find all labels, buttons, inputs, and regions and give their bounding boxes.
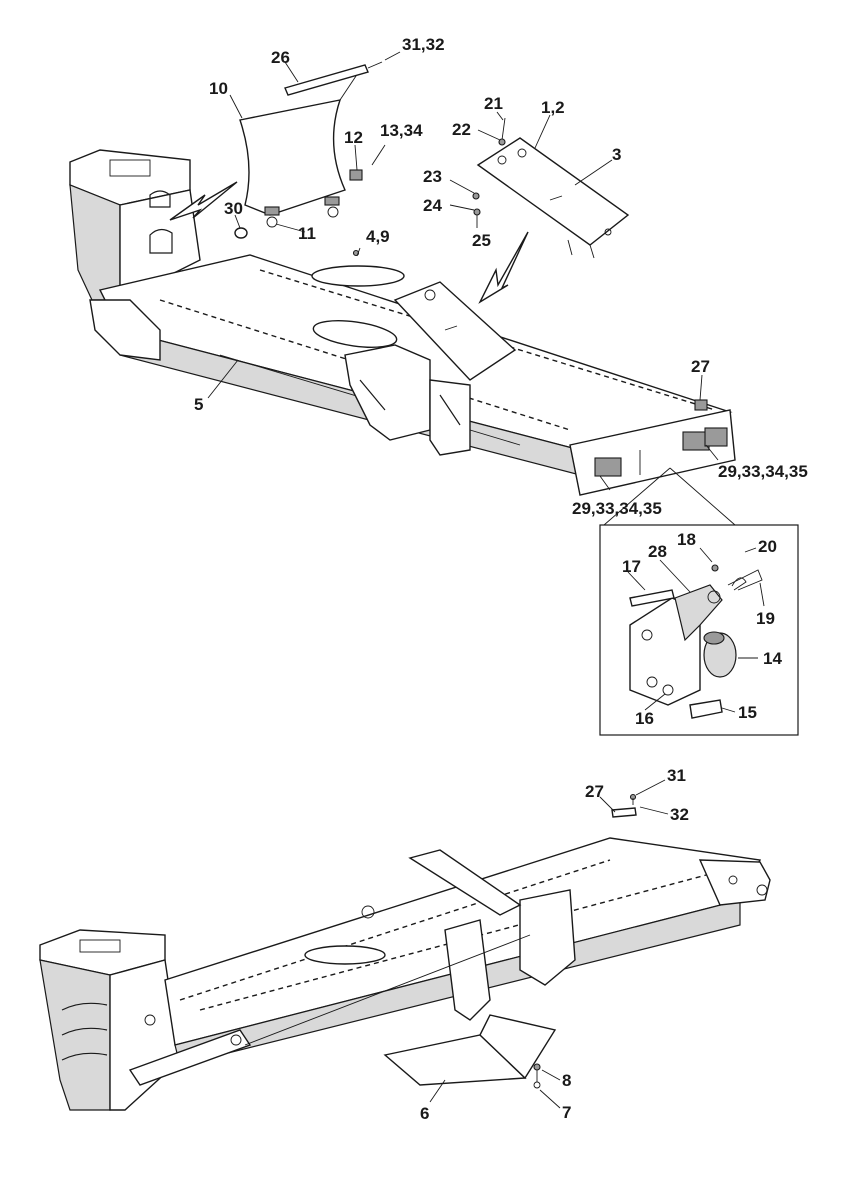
callout-13-34: 13,34: [380, 121, 423, 140]
callout-27-top: 27: [691, 357, 710, 376]
callout-5: 5: [194, 395, 204, 414]
rod-26: [284, 61, 383, 96]
callout-32-bottom: 32: [670, 805, 689, 824]
hardware-4-9-30: [234, 227, 360, 257]
callout-6: 6: [420, 1104, 430, 1123]
callout-24: 24: [423, 196, 442, 215]
hardware-21-25: [472, 117, 506, 228]
callout-15: 15: [738, 703, 757, 722]
callout-23: 23: [423, 167, 442, 186]
bottom-chassis-frame: [39, 837, 771, 1111]
callout-7: 7: [562, 1103, 572, 1122]
leader-lines-bottom: [429, 779, 669, 1109]
callout-31-bottom: 31: [667, 766, 686, 785]
callout-1-2: 1,2: [541, 98, 565, 117]
leader-lines-top: [207, 51, 719, 491]
panel-10: [239, 69, 363, 228]
callout-21: 21: [484, 94, 503, 113]
callout-3: 3: [612, 145, 622, 164]
callout-18: 18: [677, 530, 696, 549]
callout-4-9: 4,9: [366, 227, 390, 246]
callout-29-33-34-35-left: 29,33,34,35: [572, 499, 662, 518]
callout-27-bottom: 27: [585, 782, 604, 801]
callout-20: 20: [758, 537, 777, 556]
arrow-to-cover-plate: [478, 231, 529, 304]
callout-26: 26: [271, 48, 290, 67]
callout-30: 30: [224, 199, 243, 218]
callout-28: 28: [648, 542, 667, 561]
callout-10: 10: [209, 79, 228, 98]
skid-plate-6: [383, 1014, 557, 1089]
callout-16: 16: [635, 709, 654, 728]
callout-29-33-34-35-right: 29,33,34,35: [718, 462, 808, 481]
callout-22: 22: [452, 120, 471, 139]
callout-8: 8: [562, 1071, 572, 1090]
arrow-to-panel-10: [169, 181, 238, 221]
callout-12: 12: [344, 128, 363, 147]
callout-19: 19: [756, 609, 775, 628]
hardware-27-31-32: [611, 793, 637, 818]
callout-31-32-top: 31,32: [402, 35, 445, 54]
tow-hitch-detail: [629, 564, 763, 719]
callout-14: 14: [763, 649, 782, 668]
top-chassis-frame: [69, 149, 736, 496]
callout-25: 25: [472, 231, 491, 250]
leader-lines-detail: [627, 547, 765, 713]
cover-plate-3: [476, 137, 630, 259]
callout-11: 11: [298, 224, 316, 243]
callout-17: 17: [622, 557, 641, 576]
